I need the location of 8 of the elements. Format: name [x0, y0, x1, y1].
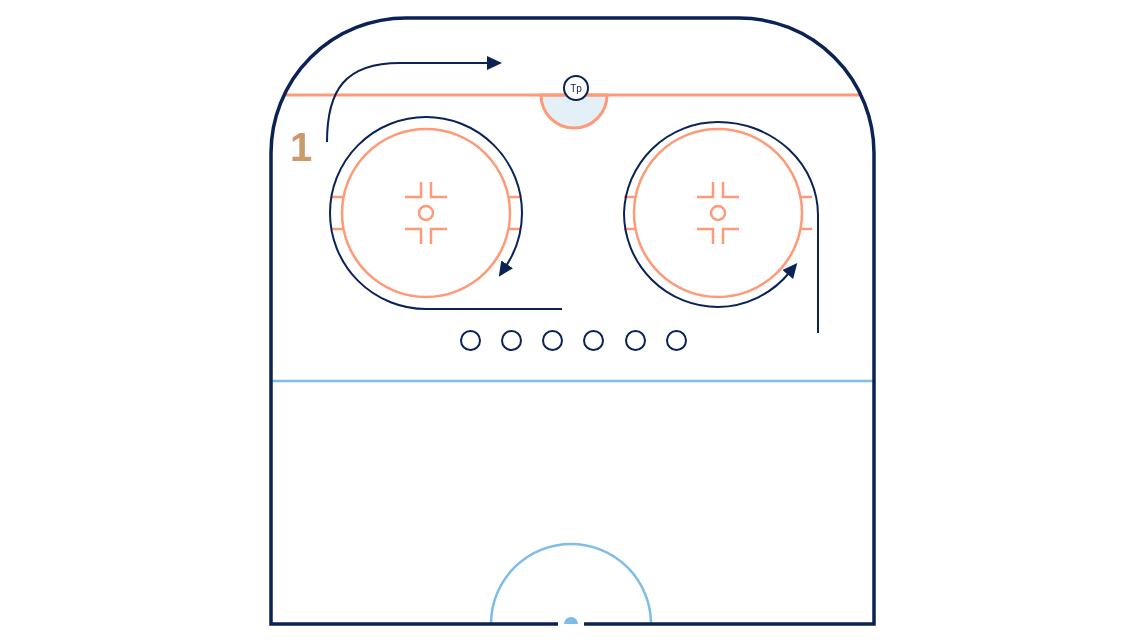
ring-icon: [500, 329, 522, 351]
ring-icon: [582, 329, 604, 351]
ring-icon: [541, 329, 563, 351]
ring-icon: [459, 329, 481, 351]
player-circle: Tp: [563, 75, 589, 101]
drill-number: 1: [290, 127, 313, 167]
ring-icon: [665, 329, 687, 351]
ring-icon: [624, 329, 646, 351]
